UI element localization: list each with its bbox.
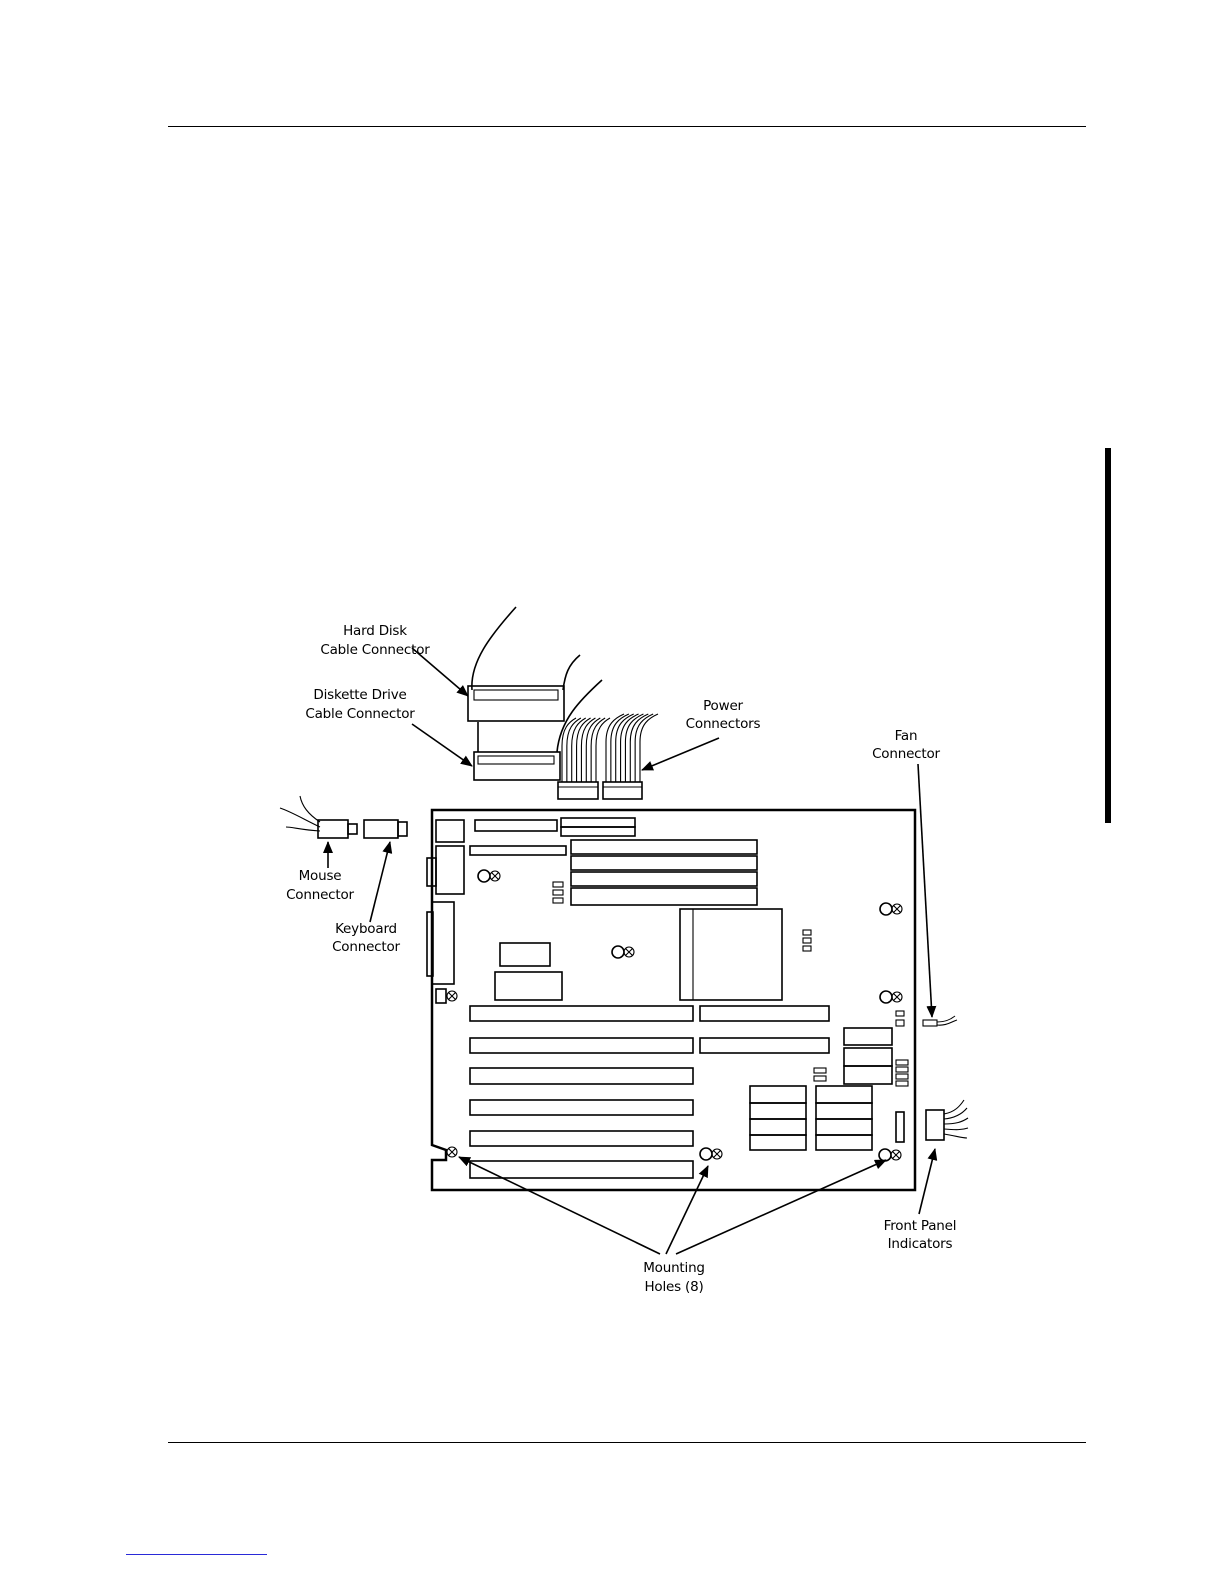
label-line: Connector bbox=[872, 746, 940, 762]
power-wire bbox=[567, 718, 581, 782]
power-wire bbox=[572, 718, 586, 782]
fan-connector bbox=[923, 1016, 957, 1026]
expansion-slots bbox=[470, 1006, 829, 1178]
front-panel-indicators-connector bbox=[926, 1100, 968, 1140]
mouse-plug bbox=[318, 820, 348, 838]
lower-right-components bbox=[750, 1011, 908, 1150]
label-line: Cable Connector bbox=[305, 706, 415, 722]
label-line: Diskette Drive bbox=[313, 687, 406, 703]
label-front-panel-indicators: Front Panel Indicators bbox=[884, 1218, 957, 1252]
label-line: Hard Disk bbox=[343, 623, 407, 639]
mounting-hole bbox=[700, 1148, 722, 1160]
diskette-drive-cable bbox=[474, 680, 602, 780]
mounting-hole bbox=[880, 903, 902, 915]
label-fan-connector: Fan Connector bbox=[872, 728, 940, 762]
header-connectors bbox=[470, 818, 635, 855]
power-wire bbox=[586, 718, 600, 782]
label-line: Keyboard bbox=[335, 921, 397, 937]
power-wire bbox=[591, 718, 605, 782]
label-diskette-drive-cable-connector: Diskette Drive Cable Connector bbox=[305, 687, 415, 722]
label-line: Front Panel bbox=[884, 1218, 957, 1234]
footer-link-underline[interactable] bbox=[126, 1554, 267, 1555]
power-wire bbox=[596, 718, 610, 782]
power-connector-wires bbox=[562, 714, 658, 782]
mounting-hole bbox=[478, 870, 500, 882]
label-line: Indicators bbox=[888, 1236, 953, 1252]
mounting-hole bbox=[880, 991, 902, 1003]
mounting-holes bbox=[447, 870, 902, 1161]
mounting-hole bbox=[879, 1149, 901, 1161]
power-connectors bbox=[558, 782, 642, 799]
mounting-hole bbox=[447, 1147, 457, 1157]
power-wire bbox=[581, 718, 595, 782]
power-wire bbox=[640, 714, 658, 782]
label-line: Holes (8) bbox=[644, 1279, 703, 1295]
label-line: Connector bbox=[286, 887, 354, 903]
label-line: Fan bbox=[895, 728, 918, 744]
mounting-hole bbox=[447, 991, 457, 1001]
label-power-connectors: Power Connectors bbox=[686, 698, 761, 732]
label-line: Connector bbox=[332, 939, 400, 955]
mouse-keyboard-cables bbox=[280, 796, 407, 838]
label-mouse-connector: Mouse Connector bbox=[286, 868, 354, 903]
power-wire bbox=[577, 718, 591, 782]
leader-arrows bbox=[328, 648, 935, 1254]
label-mounting-holes: Mounting Holes (8) bbox=[643, 1260, 705, 1295]
label-keyboard-connector: Keyboard Connector bbox=[332, 921, 400, 955]
mounting-hole bbox=[612, 946, 634, 958]
label-line: Mouse bbox=[299, 868, 342, 884]
label-line: Mounting bbox=[643, 1260, 705, 1276]
label-hard-disk-cable-connector: Hard Disk Cable Connector bbox=[320, 623, 430, 658]
processor-area bbox=[495, 909, 811, 1000]
label-line: Power bbox=[703, 698, 743, 714]
memory-slots bbox=[553, 840, 757, 905]
label-line: Connectors bbox=[686, 716, 761, 732]
footer-rule bbox=[168, 1442, 1086, 1443]
keyboard-plug bbox=[364, 820, 398, 838]
hard-disk-cable bbox=[468, 607, 580, 721]
